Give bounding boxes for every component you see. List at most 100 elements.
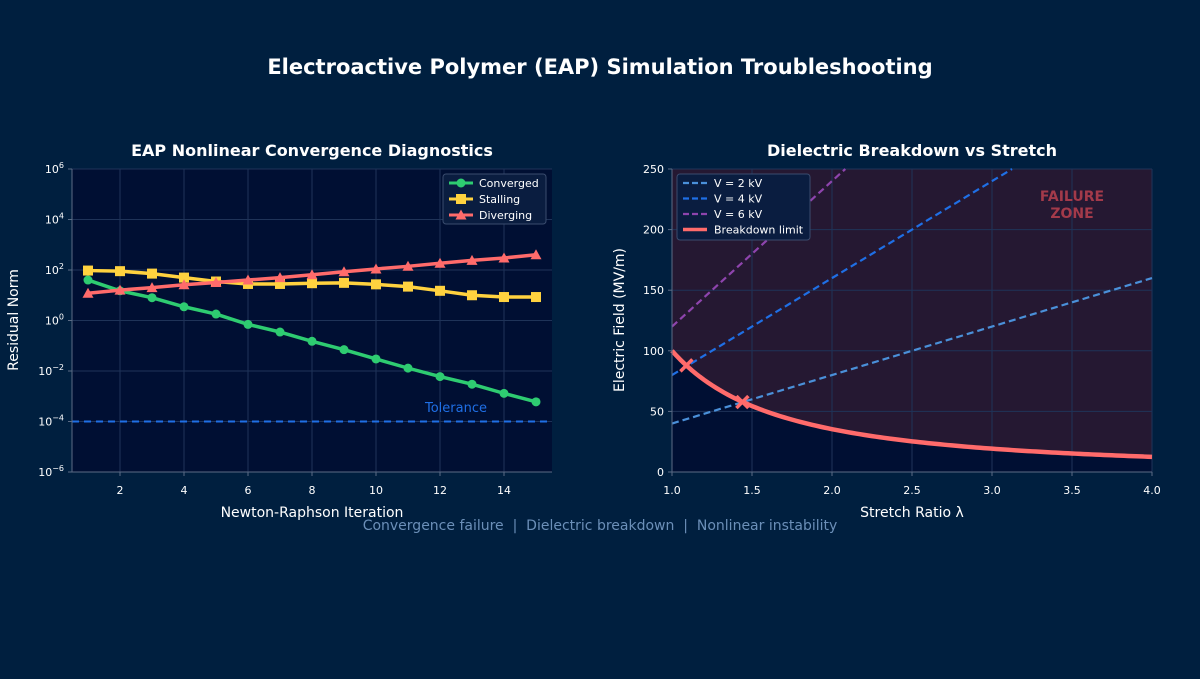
converged-point: [179, 302, 189, 312]
breakdown-x-tick-label: 1.0: [663, 484, 681, 497]
diverging-point: [370, 263, 382, 274]
convergence-y-label: Residual Norm: [6, 269, 22, 371]
breakdown-legend-box: [676, 173, 811, 241]
breakdown-y-tick-label: 100: [643, 345, 664, 358]
breakdown-series-0-line: [671, 277, 1153, 425]
tolerance-label: Tolerance: [424, 401, 487, 416]
stalling-point: [275, 278, 285, 289]
converged-point: [403, 363, 413, 373]
converged-point: [275, 327, 285, 337]
convergence-y-tick-label: 102: [45, 262, 64, 277]
convergence-y-tick-exponent: 0: [59, 313, 64, 322]
diverging-point: [434, 257, 446, 268]
diverging-point: [402, 260, 414, 271]
convergence-y-tick-exponent: 2: [59, 262, 64, 271]
converged-point: [467, 379, 477, 389]
stalling-point: [179, 272, 189, 283]
convergence-y-tick-label: 10−4: [38, 414, 64, 429]
diverging-point: [306, 269, 318, 280]
breakdown-x-label: Stretch Ratio λ: [860, 505, 964, 521]
stalling-point: [115, 266, 125, 277]
intersection-markers: [679, 358, 750, 410]
stalling-point: [83, 265, 93, 276]
intersection-stroke-b: [679, 358, 694, 373]
breakdown-chart-title: Dielectric Breakdown vs Stretch: [767, 141, 1057, 160]
breakdown-legend-label-1: V = 4 kV: [714, 193, 763, 206]
diverging-legend-label: Diverging: [479, 209, 532, 222]
converged-point: [339, 345, 349, 355]
diverging-point: [498, 252, 510, 263]
stalling-point: [499, 292, 509, 303]
diverging-point: [146, 282, 158, 293]
convergence-y-tick-base: 10: [45, 264, 59, 277]
breakdown-x-tick-label: 3.0: [983, 484, 1001, 497]
convergence-y-tick-label: 10−6: [38, 464, 64, 479]
breakdown-chart: Dielectric Breakdown vs Stretch 1.0 1.5 2.…: [612, 141, 1161, 521]
convergence-y-tick-exponent: 4: [59, 212, 64, 221]
stalling-point: [307, 278, 317, 289]
convergence-chart: EAP Nonlinear Convergence Diagnostics 2 4…: [6, 141, 552, 521]
convergence-y-tick-exponent: −4: [52, 414, 64, 423]
convergence-x-tick-label: 14: [497, 484, 511, 497]
convergence-y-tick-exponent: −6: [52, 464, 64, 473]
breakdown-x-tick-label: 3.5: [1063, 484, 1081, 497]
diverging-point: [210, 276, 222, 287]
breakdown-x-tick-label: 2.5: [903, 484, 921, 497]
convergence-x-label: Newton-Raphson Iteration: [221, 505, 404, 521]
convergence-y-tick-base: 10: [38, 466, 52, 479]
breakdown-legend-label-0: V = 2 kV: [714, 177, 763, 190]
convergence-y-tick-exponent: 6: [59, 161, 64, 170]
stalling-point: [467, 290, 477, 301]
breakdown-y-tick-label: 0: [657, 466, 664, 479]
diverging-point: [178, 279, 190, 290]
stalling-point: [371, 279, 381, 290]
stalling-legend-marker: [456, 194, 466, 204]
breakdown-y-tick-label: 50: [650, 405, 664, 418]
breakdown-x-tick-label: 2.0: [823, 484, 841, 497]
convergence-x-tick-label: 6: [245, 484, 252, 497]
converged-legend-label: Converged: [479, 177, 539, 190]
diverging-point: [274, 272, 286, 283]
breakdown-series-2-line: [671, 168, 847, 328]
breakdown-series-1-line: [671, 168, 1013, 376]
breakdown-series: [670, 168, 1153, 460]
converged-point: [83, 275, 93, 285]
convergence-x-tick-label: 10: [369, 484, 383, 497]
convergence-x-tick-label: 12: [433, 484, 447, 497]
breakdown-y-tick-label: 200: [643, 224, 664, 237]
converged-point: [435, 372, 445, 382]
figure-title: Electroactive Polymer (EAP) Simulation T…: [267, 55, 932, 79]
convergence-chart-title: EAP Nonlinear Convergence Diagnostics: [131, 141, 493, 160]
diverging-point: [466, 254, 478, 265]
breakdown-y-tick-label: 250: [643, 163, 664, 176]
convergence-y-tick-label: 104: [45, 212, 64, 227]
stalling-legend-label: Stalling: [479, 193, 520, 206]
diverging-legend-marker: [455, 209, 467, 220]
intersection-stroke-b: [735, 394, 750, 410]
convergence-x-tick-label: 8: [309, 484, 316, 497]
convergence-y-tick-base: 10: [38, 365, 52, 378]
convergence-y-tick-base: 10: [45, 214, 59, 227]
convergence-series: [82, 249, 542, 407]
converged-point: [243, 319, 253, 329]
stalling-point: [531, 292, 541, 303]
convergence-y-tick-label: 100: [45, 313, 64, 328]
converged-point: [371, 354, 381, 364]
breakdown-x-tick-label: 4.0: [1143, 484, 1161, 497]
converged-point: [147, 293, 157, 303]
diverging-point: [338, 266, 350, 277]
failure-zone-label-line1: FAILURE: [1040, 189, 1104, 205]
convergence-y-tick-label: 10−2: [38, 363, 64, 378]
breakdown-x-tick-label: 1.5: [743, 484, 761, 497]
convergence-y-tick-base: 10: [45, 163, 59, 176]
convergence-legend-box: [442, 173, 547, 225]
converged-point: [531, 397, 541, 407]
diverging-point: [114, 284, 126, 295]
diverging-point: [82, 287, 94, 298]
convergence-y-tick-base: 10: [45, 315, 59, 328]
